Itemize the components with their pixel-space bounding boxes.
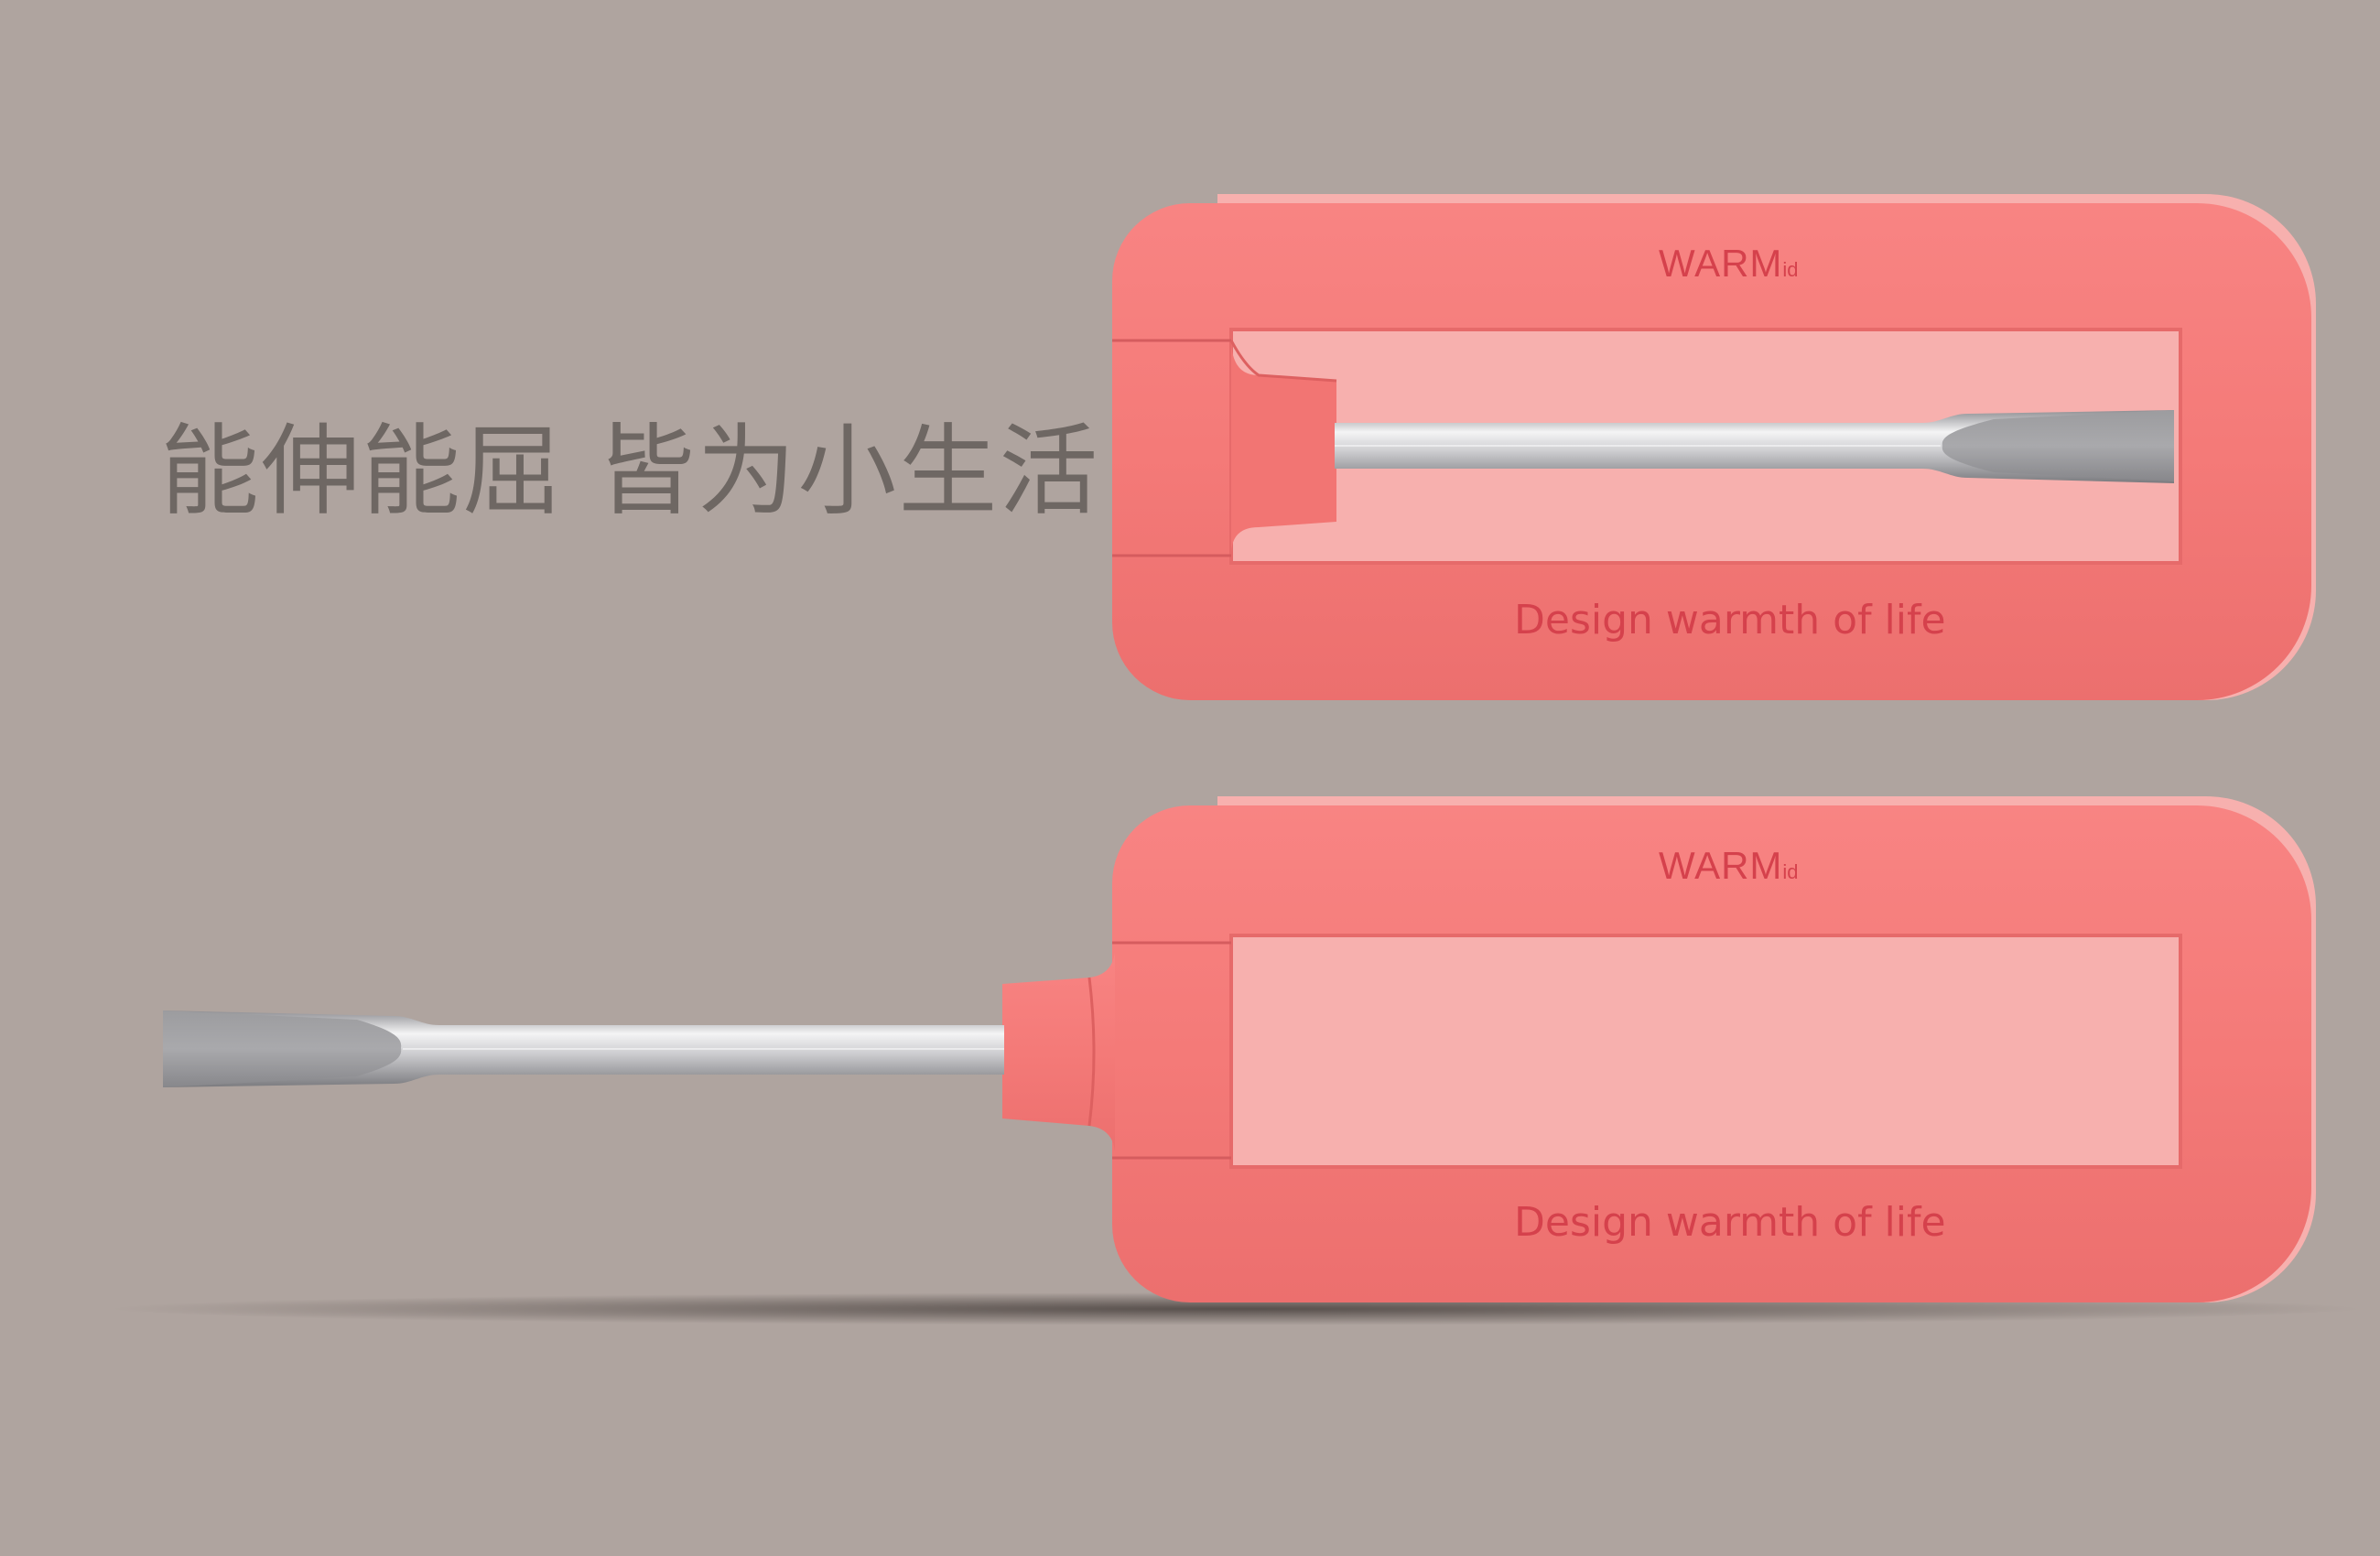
screwdriver-folded xyxy=(1112,194,2316,700)
brand-name: WARM xyxy=(1659,242,1783,285)
brand-logo-folded: WARMid xyxy=(1659,242,1799,286)
brand-suffix: id xyxy=(1782,258,1799,281)
tagline-extended: Design warmth of life xyxy=(1514,1199,1946,1246)
brand-logo-extended: WARMid xyxy=(1659,844,1799,888)
tagline-folded: Design warmth of life xyxy=(1514,597,1946,643)
brand-name: WARM xyxy=(1659,844,1783,887)
screwdriver-extended xyxy=(110,796,2362,1325)
brand-suffix: id xyxy=(1782,860,1799,883)
headline: 能伸能屈 皆为小生活 xyxy=(160,415,1100,529)
